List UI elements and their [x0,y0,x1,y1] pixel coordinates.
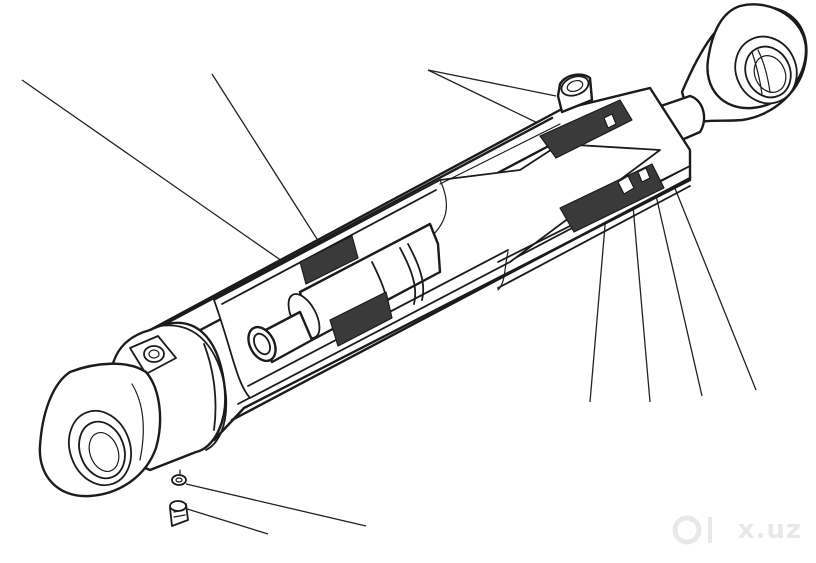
watermark-text: x.uz [737,515,802,545]
leader-line-1 [21,79,293,269]
rod-end-eye [680,3,808,128]
leader-lines [21,69,757,535]
leader-line-8 [185,483,367,527]
piston-assembly [247,222,442,364]
leader-line-3b [427,69,549,129]
leader-line-9 [183,507,269,535]
leader-line-6 [651,177,703,397]
leader-line-3a [427,69,557,97]
leader-line-2 [211,73,325,251]
washer [171,474,187,486]
top-port-fitting [556,73,594,114]
watermark: x.uz [672,513,802,547]
leader-line-5 [631,193,651,403]
base-eye [38,362,162,498]
watermark-logo-icon [672,515,712,545]
leader-line-4 [589,213,607,403]
washer-and-screw [169,469,189,527]
gland-seals [539,99,665,233]
leader-line-7 [669,175,757,391]
